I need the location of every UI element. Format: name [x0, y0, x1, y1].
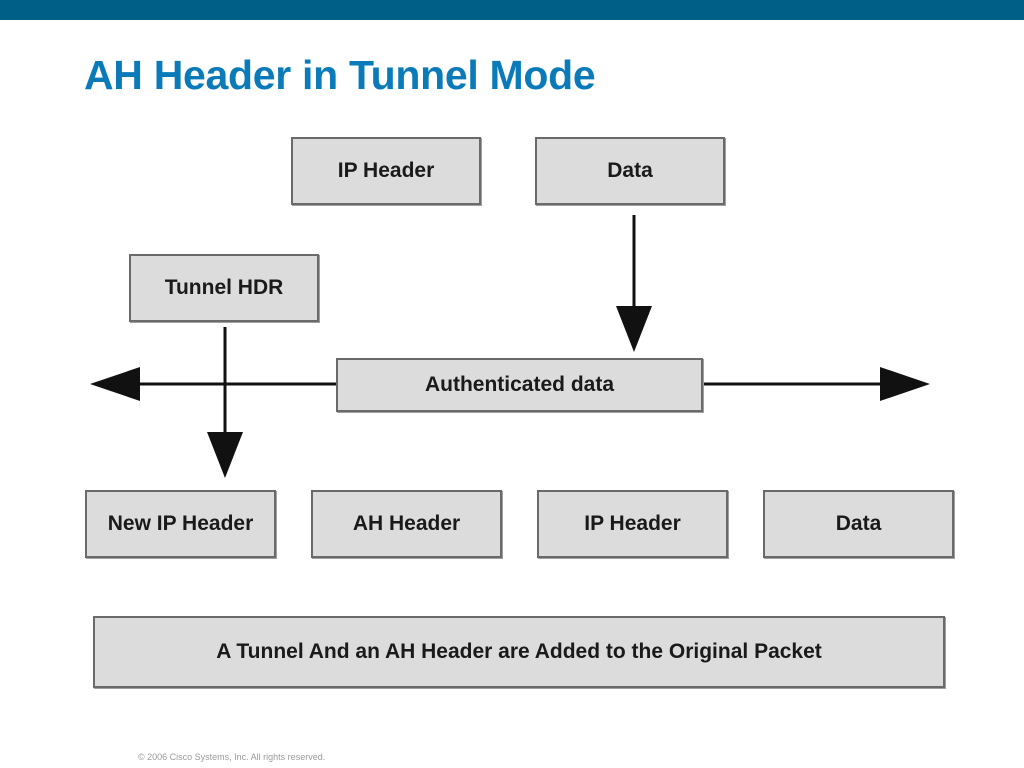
auth-right-arrowhead [880, 367, 930, 401]
tunnel-down-arrowhead [207, 432, 243, 478]
original-ip-header-box: IP Header [291, 137, 481, 205]
ah-header-box: AH Header [311, 490, 502, 558]
top-accent-bar [0, 0, 1024, 20]
copyright-footer: © 2006 Cisco Systems, Inc. All rights re… [138, 752, 326, 762]
data-down-arrowhead [616, 306, 652, 352]
tunnel-hdr-box: Tunnel HDR [129, 254, 319, 322]
auth-left-arrowhead [90, 367, 140, 401]
new-packet-ip-header-box: IP Header [537, 490, 728, 558]
authenticated-data-box: Authenticated data [336, 358, 703, 412]
new-ip-header-box: New IP Header [85, 490, 276, 558]
original-data-box: Data [535, 137, 725, 205]
diagram-caption: A Tunnel And an AH Header are Added to t… [93, 616, 945, 688]
slide-title: AH Header in Tunnel Mode [84, 52, 596, 98]
new-packet-data-box: Data [763, 490, 954, 558]
